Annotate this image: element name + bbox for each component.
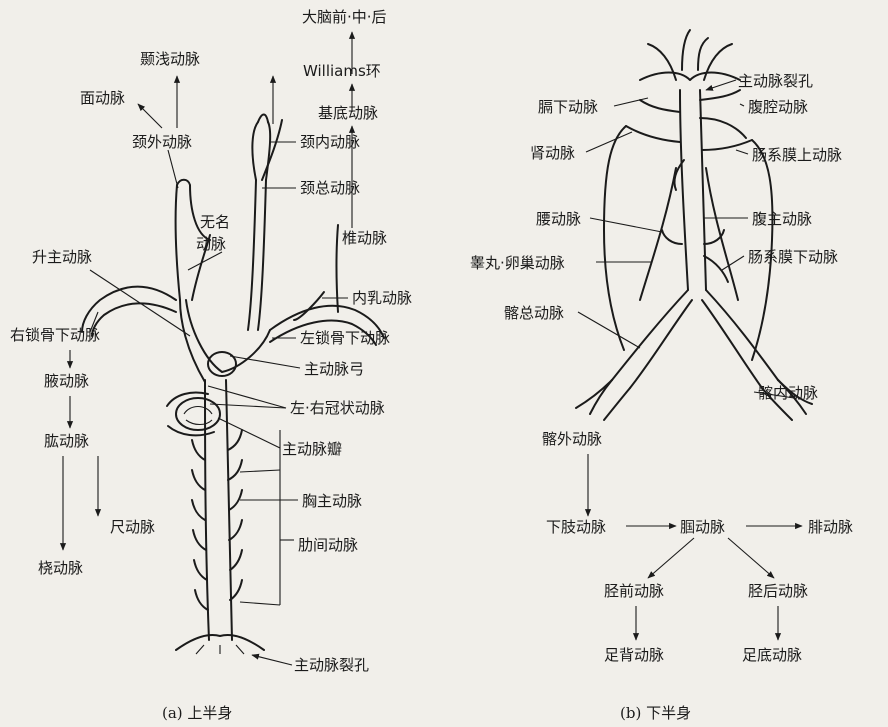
label-peroneal: 腓动脉	[808, 518, 853, 536]
label-innominate-line2: 动脉	[196, 235, 226, 253]
label-innominate-line1: 无名	[200, 213, 230, 231]
label-common-carotid: 颈总动脉	[300, 179, 360, 197]
label-external-iliac: 髂外动脉	[542, 430, 602, 448]
label-dorsalis-pedis: 足背动脉	[604, 646, 664, 664]
label-basilar: 基底动脉	[318, 104, 378, 122]
label-thoracic-aorta: 胸主动脉	[302, 492, 362, 510]
label-vertebral: 椎动脉	[342, 229, 387, 247]
label-internal-iliac: 髂内动脉	[758, 384, 818, 402]
label-lumbar: 腰动脉	[536, 210, 581, 228]
label-brain-arteries: 大脑前·中·后	[302, 8, 387, 26]
label-aortic-arch: 主动脉弓	[304, 360, 364, 378]
label-aortic-valve: 主动脉瓣	[282, 440, 342, 458]
label-coronary: 左·右冠状动脉	[290, 399, 385, 417]
label-renal: 肾动脉	[530, 144, 575, 162]
label-posterior-tibial: 胫后动脉	[748, 582, 808, 600]
label-external-carotid: 颈外动脉	[132, 133, 192, 151]
label-lower-limb: 下肢动脉	[546, 518, 606, 536]
label-inferior-mesenteric: 肠系膜下动脉	[748, 248, 838, 266]
label-plantar: 足底动脉	[742, 646, 802, 664]
label-superficial-temporal: 颞浅动脉	[140, 50, 200, 68]
label-popliteal: 腘动脉	[680, 518, 725, 536]
label-right-subclavian: 右锁骨下动脉	[10, 326, 100, 344]
label-gonadal: 睾丸·卵巢动脉	[470, 254, 565, 272]
label-superior-mesenteric: 肠系膜上动脉	[752, 146, 842, 164]
label-internal-carotid: 颈内动脉	[300, 133, 360, 151]
label-left-subclavian: 左锁骨下动脉	[300, 329, 390, 347]
label-axillary: 腋动脉	[44, 372, 89, 390]
label-common-iliac: 髂总动脉	[504, 304, 564, 322]
label-ulnar: 尺动脉	[110, 518, 155, 536]
label-abdominal-aorta: 腹主动脉	[752, 210, 812, 228]
label-williams-circle: Williams环	[303, 62, 381, 80]
label-anterior-tibial: 胫前动脉	[604, 582, 664, 600]
label-radial: 桡动脉	[38, 559, 83, 577]
label-ascending-aorta: 升主动脉	[32, 248, 92, 266]
caption-lower-body: (b) 下半身	[620, 704, 691, 722]
label-inferior-phrenic: 膈下动脉	[538, 98, 598, 116]
label-internal-mammary: 内乳动脉	[352, 289, 412, 307]
label-brachial: 肱动脉	[44, 432, 89, 450]
label-aortic-hiatus-lower: 主动脉裂孔	[738, 72, 813, 90]
caption-upper-body: (a) 上半身	[162, 704, 232, 722]
label-celiac: 腹腔动脉	[748, 98, 808, 116]
label-intercostal: 肋间动脉	[298, 536, 358, 554]
label-aortic-hiatus-upper: 主动脉裂孔	[294, 656, 369, 674]
label-facial: 面动脉	[80, 89, 125, 107]
